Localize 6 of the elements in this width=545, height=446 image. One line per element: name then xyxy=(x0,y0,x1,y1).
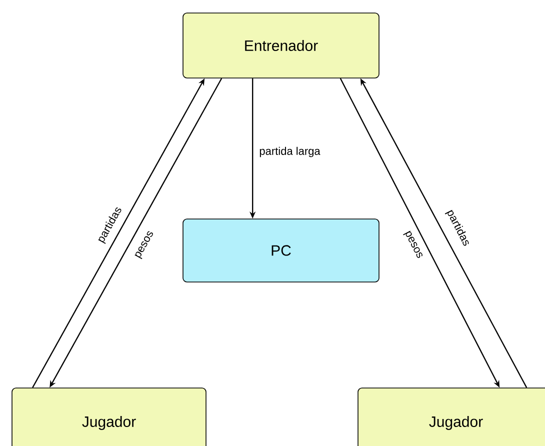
process-box: Entrenador xyxy=(182,12,380,78)
process-box: Jugador xyxy=(358,388,545,446)
edge-label: pesos xyxy=(132,228,158,262)
process-box: Jugador xyxy=(12,388,206,446)
process-box: PC xyxy=(182,218,380,282)
edge-label: partida larga xyxy=(258,146,322,158)
